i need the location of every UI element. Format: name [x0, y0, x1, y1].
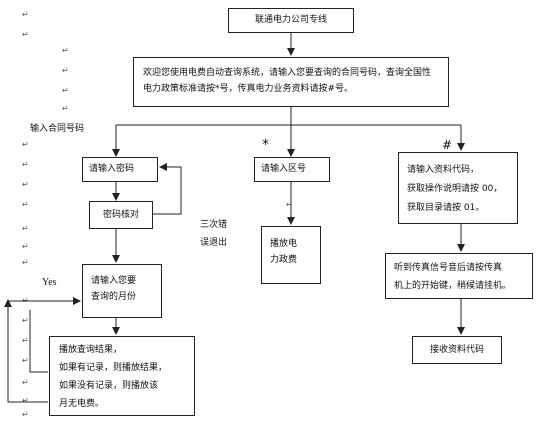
verify-password-box: 密码核对	[89, 201, 153, 229]
paragraph-mark: ↵	[22, 30, 29, 39]
paragraph-mark: ↵	[22, 140, 29, 149]
paragraph-mark: ↵	[22, 410, 29, 419]
welcome-box: 欢迎您使用电费自动查询系统，请输入您要查询的合同号码，查询全国性 电力政策标准请…	[133, 57, 449, 107]
enter-doc-code-line-1: 请输入资料代码，	[407, 165, 480, 175]
play-tariff-box: 播放电 力政费	[261, 226, 321, 284]
paragraph-mark: ↵	[22, 10, 29, 19]
paragraph-mark: ↵	[62, 66, 69, 75]
paragraph-mark: ↵	[22, 160, 29, 169]
retry-loop	[153, 163, 182, 215]
paragraph-mark: ↵	[22, 396, 29, 405]
enter-month-line-1: 请输入您要	[91, 276, 137, 286]
receive-doc-box: 接收资料代码	[412, 336, 502, 364]
enter-password-text: 请输入密码	[89, 164, 135, 174]
hash-key-label: #	[442, 138, 453, 152]
hotline-box: 联通电力公司专线	[228, 8, 354, 33]
play-result-line-1: 播放查询结果，	[59, 345, 123, 355]
play-result-box: 播放查询结果， 如果有记录，则播放结果， 如果没有记录，则播放该 月无电费。	[49, 336, 195, 416]
play-result-line-2: 如果有记录，则播放结果，	[59, 363, 168, 373]
enter-doc-code-line-3: 获取目录请按 01。	[407, 203, 485, 213]
enter-month-box: 请输入您要 查询的月份	[82, 264, 162, 318]
play-result-line-3: 如果没有记录，则播放该	[59, 381, 159, 391]
paragraph-mark: ↵	[62, 46, 69, 55]
paragraph-mark: ↵	[286, 200, 293, 209]
yes-loop	[4, 299, 48, 403]
paragraph-mark: ↵	[22, 242, 29, 251]
welcome-line-2: 电力政策标准请按*号，传真电力业务资料请按#号。	[143, 84, 354, 94]
three-errors-line-1: 三次错	[200, 220, 228, 230]
yes-loop-inner	[29, 310, 48, 373]
enter-password-box: 请输入密码	[82, 157, 158, 182]
paragraph-mark: ↵	[22, 258, 29, 267]
paragraph-mark: ↵	[22, 378, 29, 387]
play-tariff-line-2: 力政费	[270, 255, 298, 265]
paragraph-mark: ↵	[22, 224, 29, 233]
three-errors-label: 三次错 误退出	[200, 216, 227, 252]
paragraph-mark: ↵	[62, 104, 69, 113]
verify-password-text: 密码核对	[102, 210, 139, 220]
welcome-line-1: 欢迎您使用电费自动查询系统，请输入您要查询的合同号码，查询全国性	[143, 68, 432, 78]
fax-start-line-2: 机上的开始键，稍候请挂机。	[394, 281, 512, 291]
play-result-line-4: 月无电费。	[59, 399, 105, 409]
enter-doc-code-box: 请输入资料代码， 获取操作说明请按 00， 获取目录请按 01。	[398, 152, 518, 224]
yes-label: Yes	[42, 277, 57, 288]
enter-month-line-2: 查询的月份	[91, 292, 137, 302]
fax-start-box: 听到传真信号音后请按传真 机上的开始键，稍候请挂机。	[385, 253, 533, 299]
enter-contract-label: 输入合同号码	[30, 124, 85, 134]
paragraph-mark: ↵	[22, 336, 29, 345]
three-errors-line-2: 误退出	[200, 238, 228, 248]
paragraph-mark: ↵	[22, 180, 29, 189]
enter-doc-code-line-2: 获取操作说明请按 00，	[407, 184, 503, 194]
paragraph-mark: ↵	[22, 316, 29, 325]
paragraph-mark: ↵	[22, 356, 29, 365]
paragraph-mark: ↵	[62, 86, 69, 95]
enter-area-text: 请输入区号	[261, 164, 307, 174]
play-tariff-line-1: 播放电	[270, 239, 298, 249]
enter-area-box: 请输入区号	[254, 157, 330, 182]
receive-doc-text: 接收资料代码	[429, 345, 484, 355]
hotline-text: 联通电力公司专线	[254, 15, 327, 25]
star-key-label: *	[262, 137, 269, 153]
paragraph-mark: ↵	[22, 200, 29, 209]
fax-start-line-1: 听到传真信号音后请按传真	[394, 263, 503, 273]
